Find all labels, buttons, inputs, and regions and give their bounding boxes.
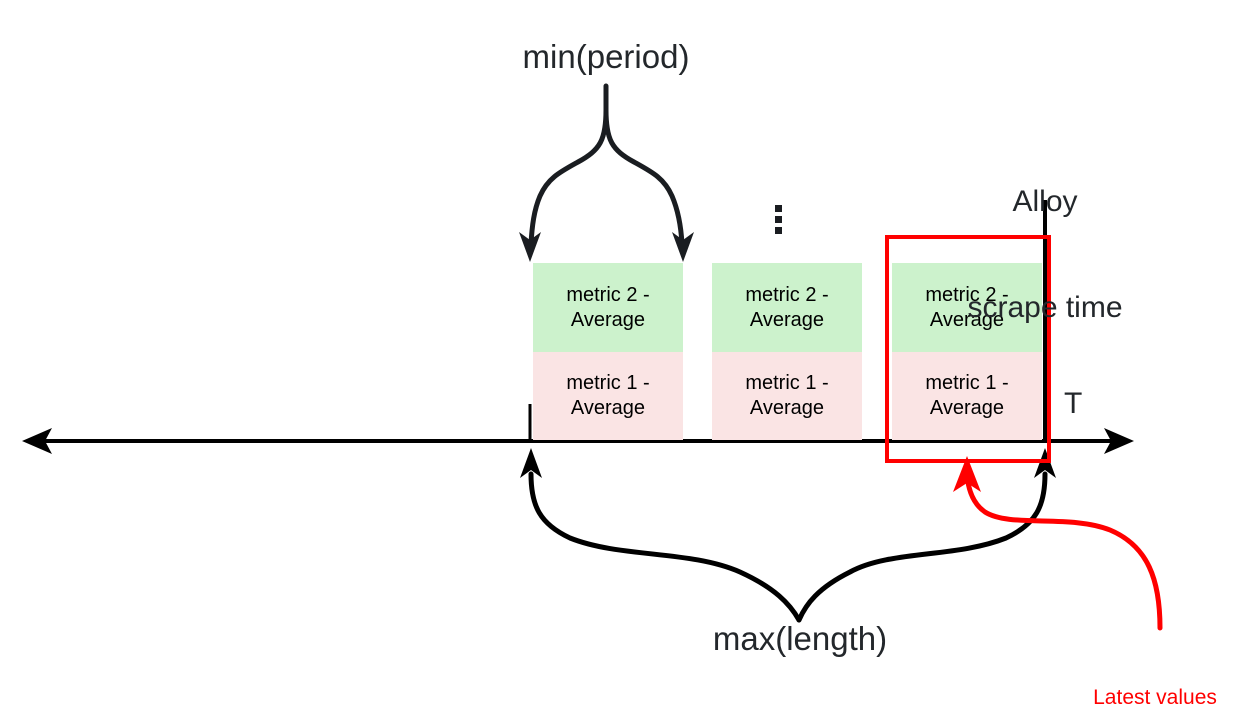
- min-period-label: min(period): [522, 38, 690, 75]
- block-2-metric-1-cell: metric 1 - Average: [712, 352, 862, 440]
- block-3-metric-2-cell: metric 2 - Average: [892, 263, 1042, 352]
- latest-values-highlight-rect: [885, 235, 1051, 463]
- block-1-metric-2-line-2: Average: [570, 308, 646, 331]
- block-1-metric-1-cell: metric 1 - Average: [533, 352, 683, 440]
- axis-label-T: T: [1064, 387, 1083, 420]
- max-length-brace: [528, 471, 1048, 623]
- block-2-metric-2-line-1: metric 2 -: [745, 283, 829, 306]
- latest-values-picked-label: Latest values picked: [1060, 636, 1250, 728]
- block-3-metric-1-line-1: metric 1 -: [925, 372, 1009, 394]
- alloy-scrape-time-line-1: Alloy: [1012, 184, 1078, 218]
- block-1-metric-2-cell: metric 2 - Average: [533, 263, 683, 352]
- block-1-metric-1-line-2: Average: [570, 397, 646, 419]
- block-2-metric-1-line-1: metric 1 -: [745, 372, 829, 394]
- ellipsis-dot: [775, 205, 782, 212]
- block-3-metric-2-line-1: metric 2 -: [925, 283, 1009, 306]
- max-length-label: max(length): [712, 620, 888, 657]
- block-3-metric-2-line-2: Average: [929, 308, 1005, 331]
- block-1-metric-2-line-1: metric 2 -: [566, 283, 650, 306]
- vertical-ellipsis: [775, 205, 784, 234]
- block-1-metric-1-line-1: metric 1 -: [566, 372, 650, 394]
- ellipsis-dot: [775, 227, 782, 234]
- block-2-metric-2-line-2: Average: [749, 308, 825, 331]
- max-length-arrow-left: [520, 448, 542, 478]
- min-period-arrow-left: [519, 232, 541, 262]
- ellipsis-dot: [775, 216, 782, 223]
- latest-values-picked-line-1: Latest values: [1093, 685, 1217, 709]
- alloy-scrape-time-line-2: scrape time: [967, 290, 1123, 324]
- latest-values-callout-arrow: [953, 456, 1163, 631]
- block-3-metric-1-line-2: Average: [929, 397, 1005, 419]
- block-3-metric-1-cell: metric 1 - Average: [892, 352, 1042, 440]
- min-period-arrow-right: [672, 232, 694, 262]
- alloy-scrape-time-label: Alloy scrape time: [925, 113, 1165, 396]
- block-2-metric-2-cell: metric 2 - Average: [712, 263, 862, 352]
- min-period-brace: [528, 83, 685, 247]
- block-2-metric-1-line-2: Average: [749, 397, 825, 419]
